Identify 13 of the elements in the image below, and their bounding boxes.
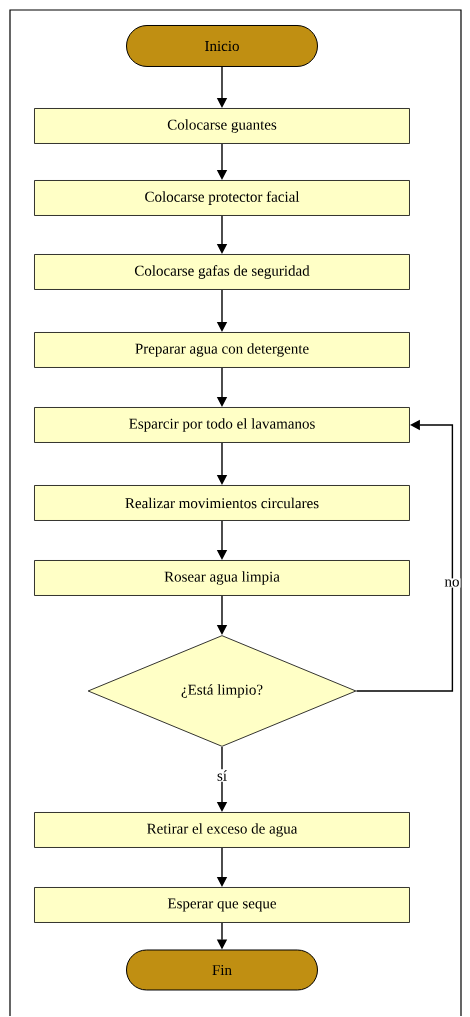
process-box: Colocarse protector facial — [34, 180, 410, 216]
process-box: Rosear agua limpia — [34, 560, 410, 596]
terminal-box: Inicio — [126, 25, 318, 67]
terminal-box: Fin — [126, 949, 318, 991]
process-box: Colocarse gafas de seguridad — [34, 254, 410, 290]
edge-label: sí — [216, 769, 228, 782]
process-box: Esperar que seque — [34, 887, 410, 923]
process-box: Esparcir por todo el lavamanos — [34, 407, 410, 443]
process-box: Realizar movimientos circulares — [34, 485, 410, 521]
process-box: Preparar agua con detergente — [34, 332, 410, 368]
process-box: Colocarse guantes — [34, 108, 410, 144]
edge-label: no — [443, 578, 461, 588]
process-box: Retirar el exceso de agua — [34, 812, 410, 848]
